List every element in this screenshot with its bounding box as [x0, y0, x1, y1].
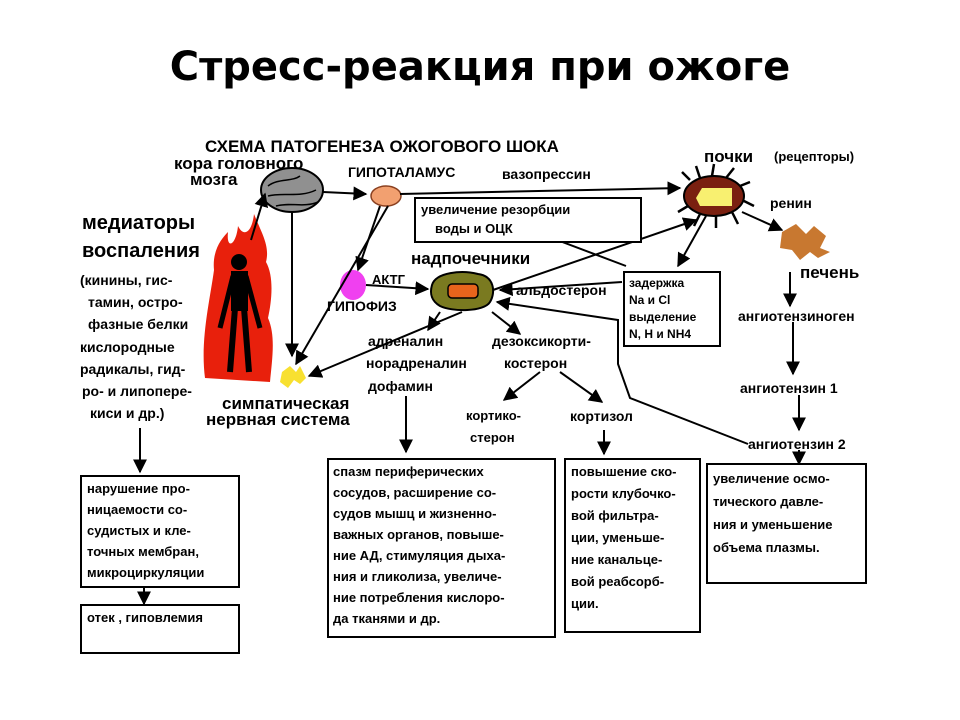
- retention-line4: N, H и NH4: [629, 327, 692, 341]
- deoxycorticosterone-label-line1: дезоксикорти-: [492, 333, 591, 349]
- corticosterone-label-line2: стерон: [470, 430, 515, 445]
- sympathetic-label-line2: нервная система: [206, 410, 350, 429]
- liver-label: печень: [800, 263, 860, 282]
- kidneys-label: почки: [704, 147, 754, 166]
- kidney-icon: [677, 163, 755, 228]
- osmotic-line2: тического давле-: [713, 494, 824, 509]
- filtration-line5: ние канальце-: [571, 552, 663, 567]
- filtration-line4: ции, уменьше-: [571, 530, 665, 545]
- osmotic-line4: объема плазмы.: [713, 540, 820, 555]
- permeability-line1: нарушение про-: [87, 481, 190, 496]
- cortisol-label: кортизол: [570, 408, 633, 424]
- corticosterone-label-line1: кортико-: [466, 408, 522, 423]
- noradrenaline-label: норадреналин: [366, 355, 467, 371]
- mediators-list-line2: тамин, остро-: [88, 294, 183, 310]
- adrenals-label: надпочечники: [411, 249, 531, 268]
- receptors-label: (рецепторы): [774, 149, 855, 164]
- filtration-line2: рости клубочко-: [571, 486, 676, 501]
- burning-human-figure: [203, 214, 273, 382]
- sympathetic-ganglion-icon: [280, 366, 306, 388]
- spasm-line3: судов мышц и жизненно-: [333, 506, 497, 521]
- angiotensinogen-label: ангиотензиноген: [738, 308, 855, 324]
- osmotic-line1: увеличение осмо-: [713, 471, 830, 486]
- pituitary-label: ГИПОФИЗ: [327, 298, 397, 314]
- deoxycorticosterone-label-line2: костерон: [504, 355, 568, 371]
- permeability-line3: судистых и кле-: [87, 523, 191, 538]
- mediators-list-line4: кислородные: [80, 339, 175, 355]
- retention-line3: выделение: [629, 310, 697, 324]
- angiotensin2-label: ангиотензин 2: [748, 436, 846, 452]
- mediators-list-line7: киси и др.): [90, 405, 165, 421]
- reabsorption-line1: увеличение резорбции: [421, 202, 571, 217]
- permeability-box: нарушение про- ницаемости со- судистых и…: [80, 475, 240, 588]
- filtration-line1: повышение ско-: [571, 464, 677, 479]
- osmotic-line3: ния и уменьшение: [713, 517, 833, 532]
- filtration-line7: ции.: [571, 596, 599, 611]
- sympathetic-label-line1: симпатическая: [222, 394, 350, 413]
- spasm-line4: важных органов, повыше-: [333, 527, 504, 542]
- adrenaline-label: адреналин: [368, 333, 444, 349]
- spasm-line5: ние АД, стимуляция дыха-: [333, 548, 506, 563]
- spasm-line7: ние потребления кислоро-: [333, 590, 505, 605]
- edema-box: отек , гиповлемия: [80, 604, 240, 654]
- retention-line1: задержка: [629, 276, 685, 290]
- spasm-line1: спазм периферических: [333, 464, 484, 479]
- permeability-line2: ницаемости со-: [87, 502, 188, 517]
- filtration-line3: вой фильтра-: [571, 508, 659, 523]
- permeability-line4: точных мембран,: [87, 544, 199, 559]
- aldosterone-label: альдостерон: [516, 282, 607, 298]
- mediators-list-line6: ро- и липопере-: [82, 383, 192, 399]
- angiotensin1-label: ангиотензин 1: [740, 380, 838, 396]
- brain-icon: [260, 167, 324, 213]
- mediators-label-line2: воспаления: [82, 240, 200, 262]
- vasopressin-label: вазопрессин: [502, 166, 591, 182]
- filtration-box: повышение ско- рости клубочко- вой фильт…: [564, 458, 701, 633]
- spasm-line8: да тканями и др.: [333, 611, 441, 626]
- cortex-label-line1: кора головного: [174, 154, 304, 173]
- spasm-line6: ния и гликолиза, увеличе-: [333, 569, 502, 584]
- permeability-line5: микроциркуляции: [87, 565, 205, 580]
- edema-line1: отек , гиповлемия: [87, 610, 203, 625]
- mediators-list-line3: фазные белки: [88, 316, 189, 332]
- liver-icon: [780, 224, 830, 260]
- slide-title: Стресс-реакция при ожоге: [169, 44, 791, 90]
- mediators-list-line1: (кинины, гис-: [80, 272, 173, 288]
- spasm-box: спазм периферических сосудов, расширение…: [327, 458, 556, 638]
- reabsorption-line2: воды и ОЦК: [435, 221, 513, 236]
- mediators-label-line1: медиаторы: [82, 212, 196, 234]
- mediators-list-line5: радикалы, гид-: [80, 361, 186, 377]
- retention-line2: Na и Cl: [629, 293, 671, 307]
- retention-box: задержка Na и Cl выделение N, H и NH4: [623, 271, 721, 347]
- filtration-line6: вой реабсорб-: [571, 574, 665, 589]
- pituitary-icon: [340, 270, 366, 300]
- adrenal-gland-icon: [430, 271, 495, 312]
- hypothalamus-icon: [370, 185, 402, 207]
- hypothalamus-label: ГИПОТАЛАМУС: [348, 164, 456, 180]
- scheme-heading: СХЕМА ПАТОГЕНЕЗА ОЖОГОВОГО ШОКА: [205, 137, 559, 156]
- osmotic-box: увеличение осмо- тического давле- ния и …: [706, 463, 867, 584]
- dopamine-label: дофамин: [368, 378, 433, 394]
- renin-label: ренин: [770, 195, 812, 211]
- acth-label: АКТГ: [372, 272, 405, 287]
- spasm-line2: сосудов, расширение со-: [333, 485, 497, 500]
- reabsorption-box: увеличение резорбции воды и ОЦК: [414, 197, 642, 243]
- cortex-label-line2: мозга: [190, 170, 238, 189]
